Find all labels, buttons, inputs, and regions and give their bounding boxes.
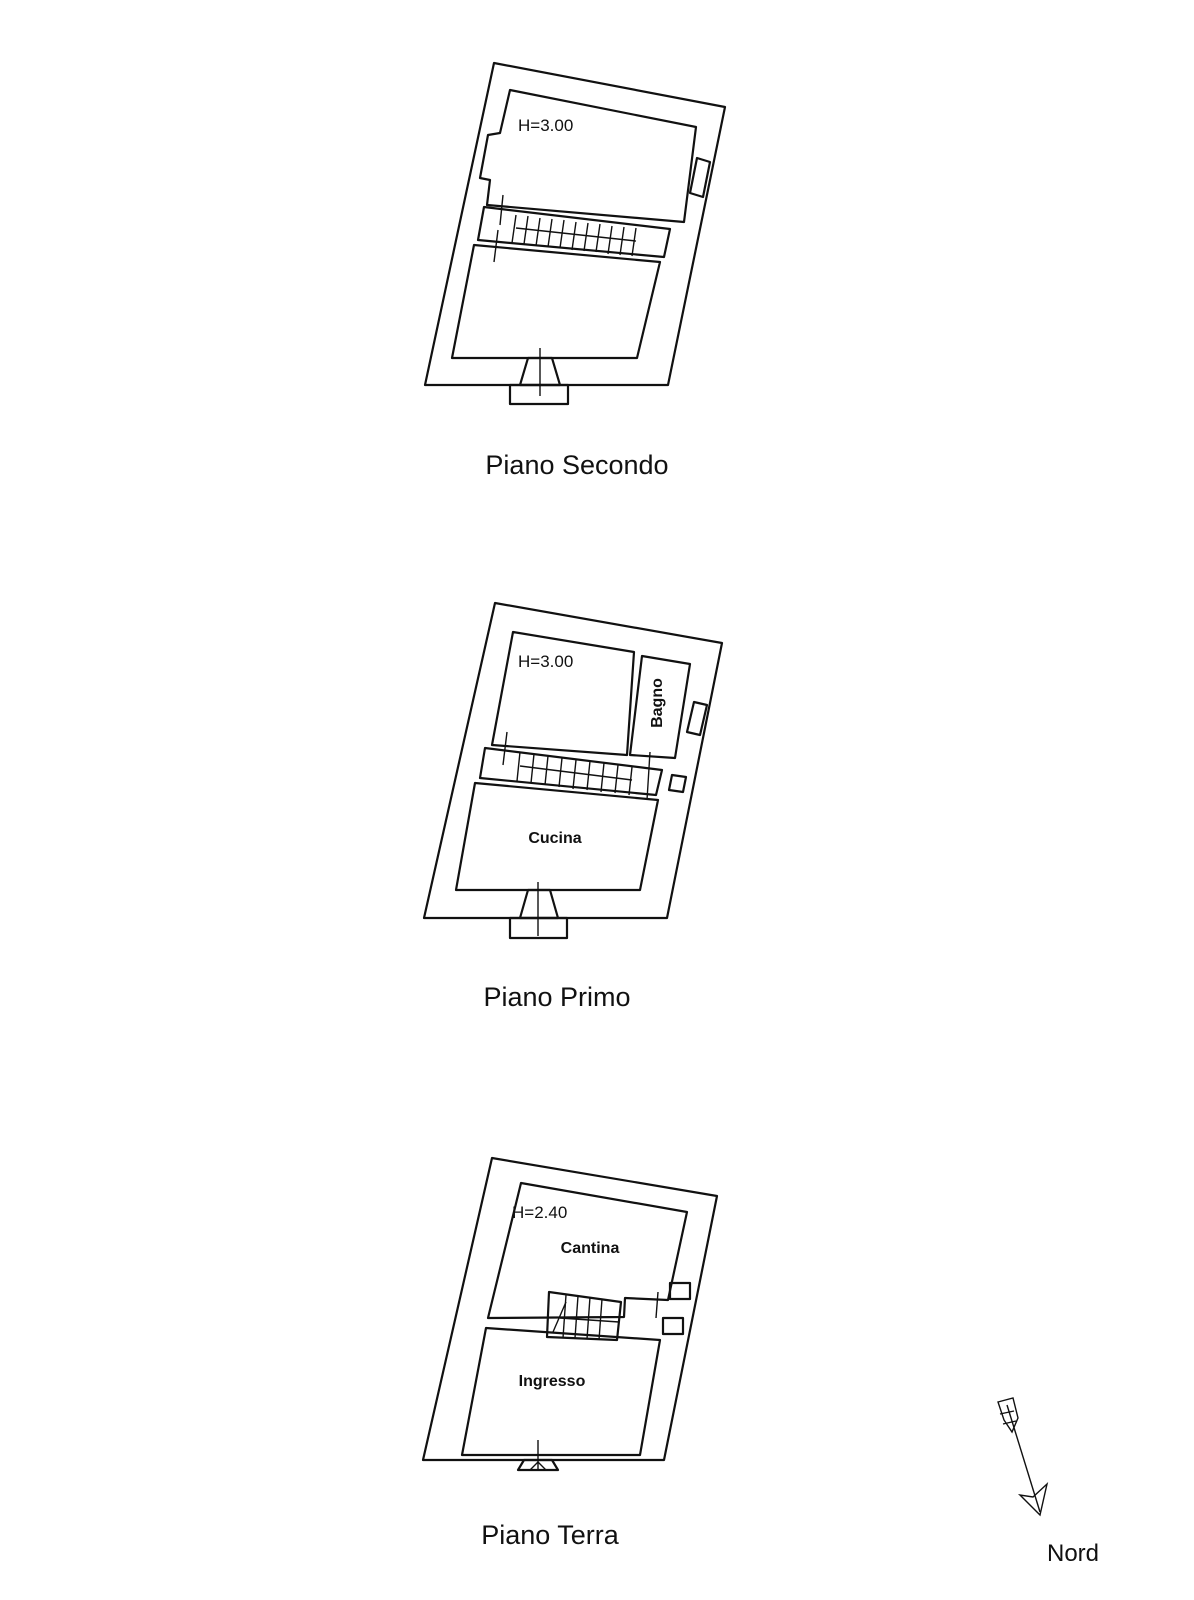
- floor-title: Piano Primo: [483, 982, 631, 1012]
- room-label-cantina: Cantina: [560, 1240, 620, 1257]
- north-label: Nord: [1047, 1540, 1100, 1567]
- plan-piano-secondo: [423, 61, 727, 406]
- height-label: H=3.00: [518, 116, 574, 135]
- plan-piano-terra: [421, 1156, 719, 1472]
- room-label-ingresso: Ingresso: [518, 1373, 586, 1390]
- room-label-cucina: Cucina: [528, 830, 582, 847]
- room-label-bagno: Bagno: [649, 678, 666, 728]
- north-arrow-icon: [997, 1397, 1049, 1517]
- height-label: H=3.00: [518, 652, 574, 671]
- height-label: H=2.40: [512, 1203, 568, 1222]
- floor-title: Piano Secondo: [485, 450, 669, 480]
- floor-title: Piano Terra: [481, 1520, 619, 1550]
- plan-piano-primo: [422, 601, 724, 940]
